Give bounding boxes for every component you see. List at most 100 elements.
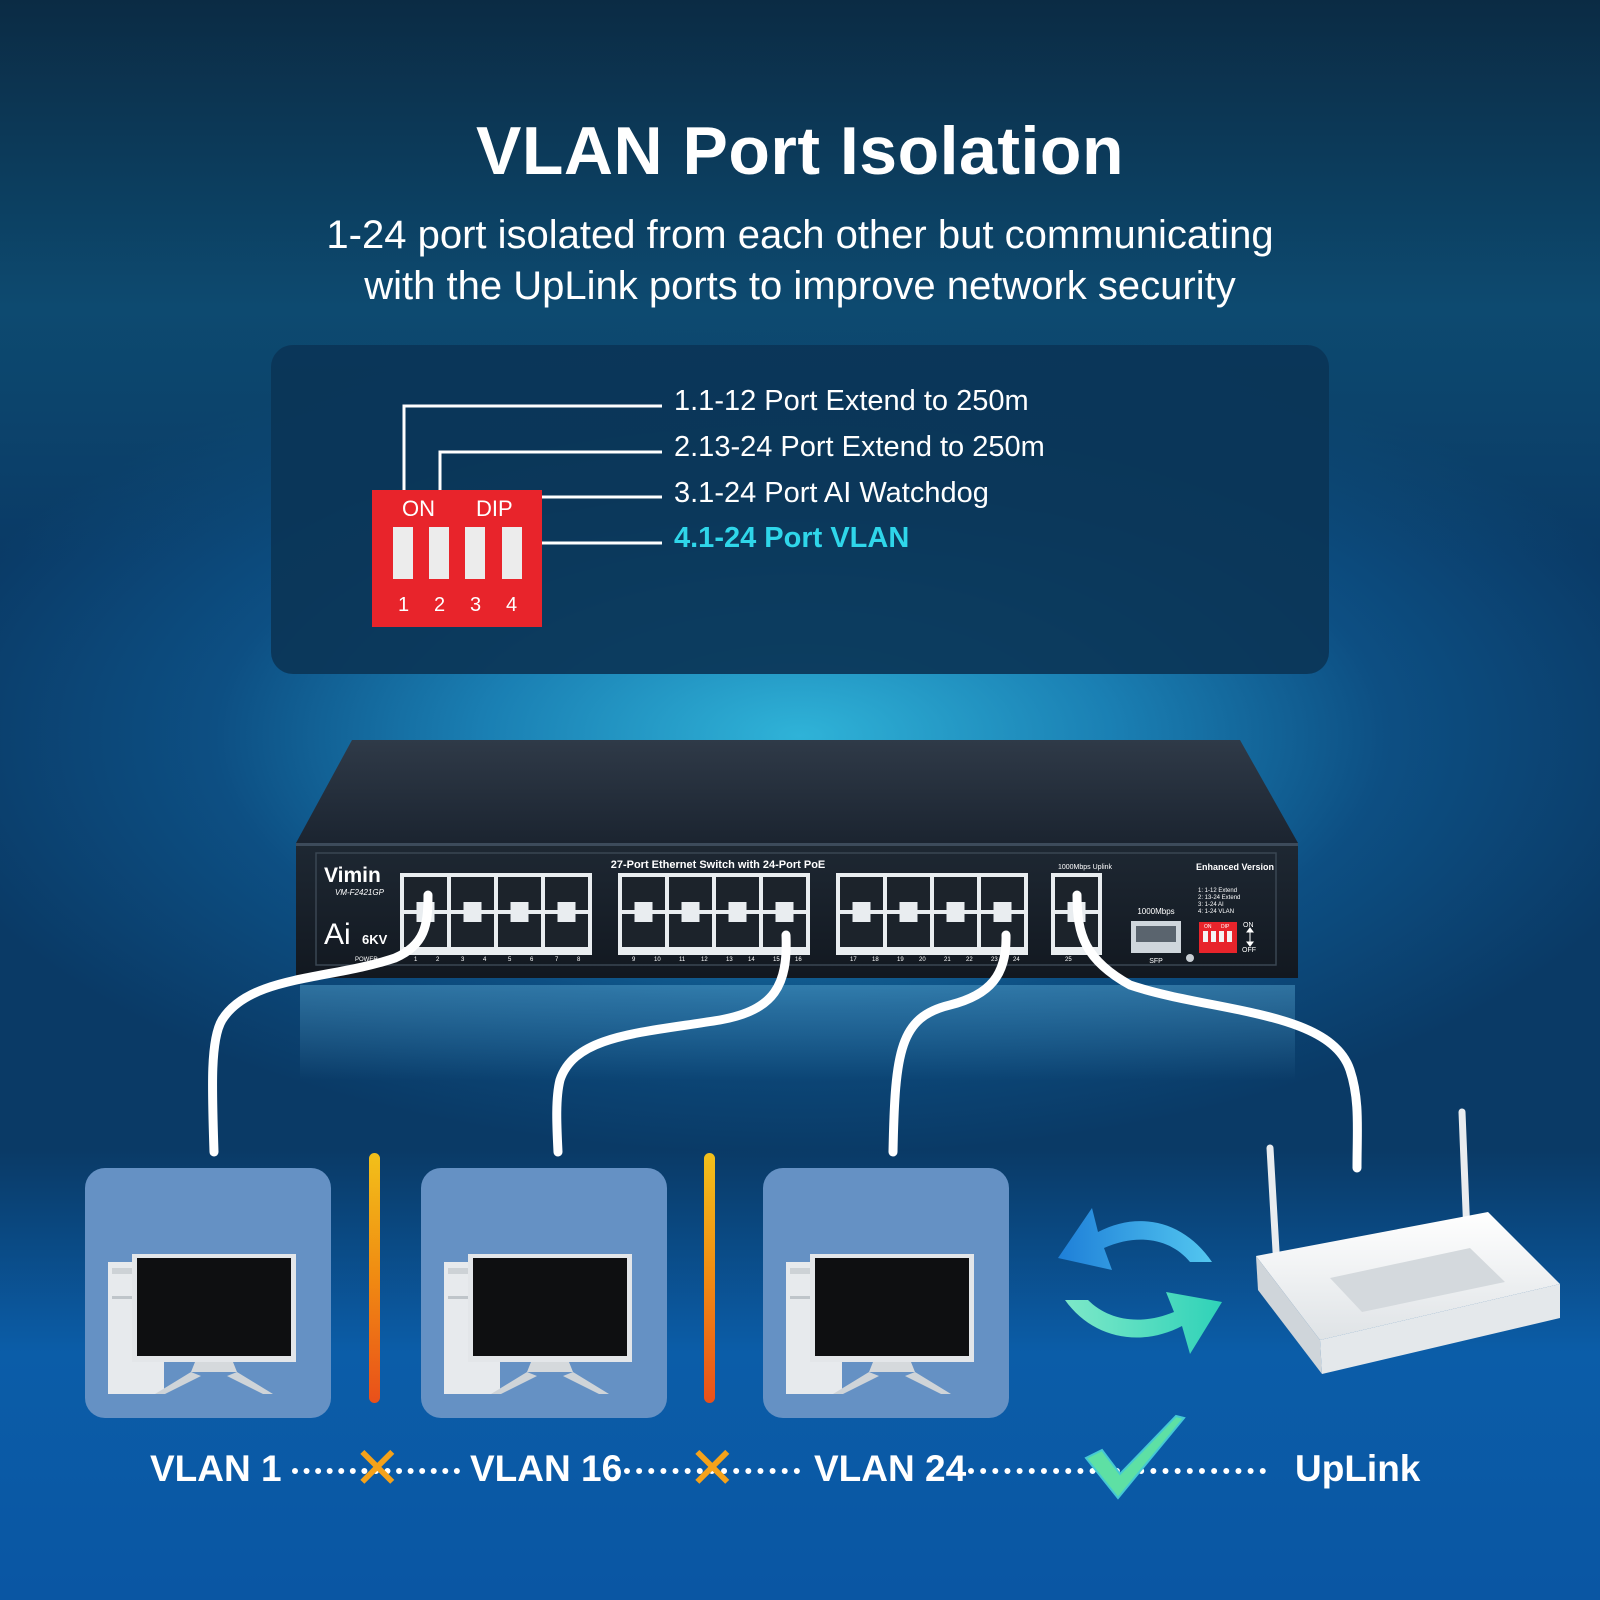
dip-number-3: 3 — [470, 594, 482, 616]
computer-icon-3 — [786, 1254, 974, 1394]
rj45-port-tab — [557, 914, 576, 922]
brand-name: Vimin — [324, 864, 381, 887]
port-number-label: 9 — [632, 957, 636, 963]
leader-line-1 — [402, 404, 662, 528]
dip-number-1: 1 — [398, 594, 410, 616]
port-number-label: 15 — [773, 957, 780, 963]
port-number-label: 20 — [919, 957, 926, 963]
monitor-foot-left — [833, 1372, 879, 1394]
computer-illustrations — [108, 1254, 974, 1394]
monitor-neck — [869, 1362, 915, 1372]
rj45-port-tab — [681, 914, 700, 922]
port-number-label: 1 — [414, 957, 418, 963]
subtitle-line-2: with the UpLink ports to improve network… — [364, 264, 1236, 308]
monitor-foot-right — [563, 1372, 609, 1394]
monitor-foot-left — [491, 1372, 537, 1394]
subtitle-line-1: 1-24 port isolated from each other but c… — [326, 213, 1274, 257]
rj45-port-tab — [946, 914, 965, 922]
isolation-divider-2 — [704, 1153, 715, 1403]
monitor-neck — [191, 1362, 237, 1372]
port-number-label: 7 — [555, 957, 559, 963]
rj45-port-tab — [634, 902, 653, 910]
monitor-screen — [137, 1258, 291, 1356]
dip-number-2: 2 — [434, 594, 446, 616]
port-number-label: 10 — [654, 957, 661, 963]
ethernet-cables — [208, 890, 1362, 1173]
rj45-port-tab — [634, 914, 653, 922]
port-number-label: 17 — [850, 957, 857, 963]
cable-vlan16 — [552, 930, 791, 1157]
rj45-port-tab — [993, 914, 1012, 922]
monitor-foot-right — [905, 1372, 951, 1394]
port-number-label: 14 — [748, 957, 755, 963]
blocked-x-icon-2: ✕ — [688, 1436, 737, 1501]
monitor-foot-right — [227, 1372, 273, 1394]
model-number: VM-F2421GP — [335, 888, 385, 897]
computer-icons — [108, 1254, 974, 1394]
dip-toggle-3 — [465, 527, 485, 579]
port-number-label: 21 — [944, 957, 951, 963]
rj45-port-tab — [463, 902, 482, 910]
isolation-divider-1 — [369, 1153, 380, 1403]
rj45-port-tab — [510, 914, 529, 922]
mini-dip-dip-label: DIP — [1221, 924, 1230, 930]
dip-switch-dip-label: DIP — [476, 496, 513, 521]
port-number-label: 19 — [897, 957, 904, 963]
port-number-label: 18 — [872, 957, 879, 963]
rj45-port-tab — [510, 902, 529, 910]
port-number-label: 23 — [991, 957, 998, 963]
rj45-port-tab — [899, 902, 918, 910]
monitor-screen — [815, 1258, 969, 1356]
vlan-24-label: VLAN 24 — [814, 1448, 967, 1489]
dip-toggle-4 — [502, 527, 522, 579]
vlan-16-label: VLAN 16 — [470, 1448, 623, 1489]
port-number-label: 4 — [483, 957, 487, 963]
dip-toggle-2 — [429, 527, 449, 579]
port-number-label: 16 — [795, 957, 802, 963]
blocked-x-icon-1: ✕ — [353, 1436, 402, 1501]
port-number-label: 3 — [461, 957, 465, 963]
router-area — [1058, 1108, 1560, 1374]
sfp-speed: 1000Mbps — [1137, 907, 1174, 916]
rj45-port-tab — [775, 914, 794, 922]
sfp-label: SFP — [1149, 958, 1163, 965]
router-icon — [1256, 1108, 1560, 1374]
dip-item-3: 3.1-24 Port AI Watchdog — [674, 477, 989, 509]
rj45-port-tab — [852, 914, 871, 922]
power-label: POWER — [355, 957, 378, 963]
uplink-label: UpLink — [1295, 1448, 1421, 1489]
port-number-label: 5 — [508, 957, 512, 963]
rj45-port-tab — [463, 914, 482, 922]
rj45-port-groups — [400, 873, 1102, 955]
rj45-port-tab — [946, 902, 965, 910]
dip-on-label: ON — [1243, 922, 1254, 929]
cable-vlan24 — [888, 930, 1011, 1157]
dip-switch-on-label: ON — [402, 496, 435, 521]
port-number-label: 22 — [966, 957, 973, 963]
switch-reflection — [300, 985, 1295, 1080]
port-number-label: 24 — [1013, 957, 1020, 963]
dip-legend-1: 1: 1-12 Extend — [1198, 888, 1237, 894]
kv-label: 6KV — [362, 932, 388, 947]
cable-vlan1 — [208, 890, 433, 1157]
dotted-connector-1 — [292, 1468, 460, 1474]
dip-legend-4: 4: 1-24 VLAN — [1198, 909, 1234, 915]
rj45-port-tab — [681, 902, 700, 910]
page-title: VLAN Port Isolation — [476, 113, 1124, 189]
page-subtitle: 1-24 port isolated from each other but c… — [0, 210, 1600, 312]
vlan-1-label: VLAN 1 — [150, 1448, 282, 1489]
monitor-foot-left — [155, 1372, 201, 1394]
rj45-port-tab — [899, 914, 918, 922]
allowed-check-icon — [1084, 1414, 1186, 1500]
port-number-label: 13 — [726, 957, 733, 963]
switch-center-title: 27-Port Ethernet Switch with 24-Port PoE — [611, 859, 826, 871]
cable-uplink — [1072, 890, 1362, 1173]
mini-dip-on-label: ON — [1204, 924, 1212, 930]
dip-legend-3: 3: 1-24 AI — [1198, 902, 1224, 908]
rj45-port-tab — [993, 902, 1012, 910]
port-number-label: 2 — [436, 957, 440, 963]
monitor-neck — [527, 1362, 573, 1372]
port-number-label: 11 — [679, 957, 686, 963]
computer-icon-2 — [444, 1254, 632, 1394]
reset-button — [1186, 954, 1194, 962]
